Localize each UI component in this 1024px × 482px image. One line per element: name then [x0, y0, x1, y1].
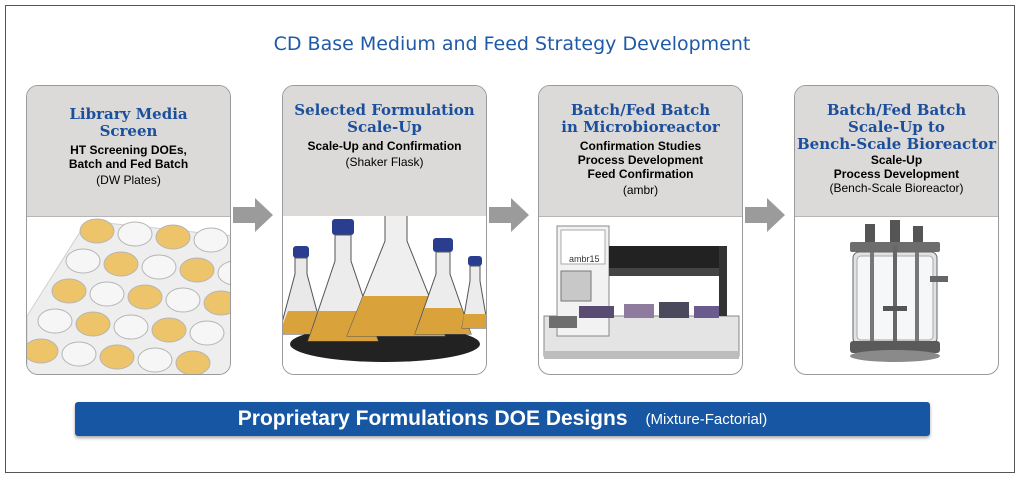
step-detail-line: Confirmation Studies: [579, 139, 702, 153]
step-format-label: (ambr): [622, 183, 659, 197]
plate-well: [103, 251, 139, 277]
flow-arrow-icon: [489, 198, 529, 232]
diagram-title: CD Base Medium and Feed Strategy Develop…: [273, 33, 751, 55]
bioreactor-icon: [795, 216, 998, 374]
dw-plate-icon: [27, 216, 230, 374]
step-title-line: Library Media: [69, 105, 188, 123]
step-card-formulation-scale-up: Selected Formulation Scale-Up Scale-Up a…: [282, 85, 487, 375]
ambr-device-label: ambr15: [569, 254, 600, 264]
banner-title: Proprietary Formulations DOE Designs: [237, 407, 628, 430]
flow-arrow-icon: [233, 198, 273, 232]
plate-well: [117, 221, 153, 247]
flow-arrow-icon: [745, 198, 785, 232]
plate-well: [193, 227, 229, 253]
step-card-library-media-screen: Library Media Screen HT Screening DOEs, …: [26, 85, 231, 375]
step-card-bench-scale-bioreactor: Batch/Fed Batch Scale-Up to Bench-Scale …: [794, 85, 999, 375]
step-title-line: in Microbioreactor: [561, 118, 720, 136]
plate-well: [141, 254, 177, 280]
step-detail-line: Batch and Fed Batch: [68, 157, 189, 171]
step-title-line: Selected Formulation: [294, 101, 475, 119]
step-format-label: (Bench-Scale Bioreactor): [829, 181, 964, 195]
step-card-header: Batch/Fed Batch Scale-Up to Bench-Scale …: [795, 86, 998, 217]
step-detail-line: Scale-Up: [870, 153, 923, 167]
step-card-header: Library Media Screen HT Screening DOEs, …: [27, 86, 230, 217]
step-format-label: (Shaker Flask): [345, 155, 424, 169]
ambr-system-icon: ambr15: [539, 216, 742, 374]
step-card-header: Selected Formulation Scale-Up Scale-Up a…: [283, 86, 486, 217]
plate-well: [203, 290, 230, 316]
plate-well: [217, 261, 230, 285]
plate-well: [99, 344, 135, 370]
plate-well: [165, 287, 201, 313]
step-title-line: Bench-Scale Bioreactor: [796, 135, 997, 153]
step-detail-line: Process Development: [833, 167, 960, 181]
plate-well: [127, 284, 163, 310]
plate-well: [155, 224, 191, 250]
plate-well: [51, 278, 87, 304]
plate-well: [37, 308, 73, 334]
plate-well: [137, 347, 173, 373]
plate-well: [151, 317, 187, 343]
step-detail-line: Process Development: [577, 153, 704, 167]
step-title-line: Scale-Up: [347, 118, 422, 136]
plate-well: [61, 341, 97, 367]
plate-well: [79, 218, 115, 244]
step-title-line: Screen: [99, 122, 158, 140]
plate-well: [27, 338, 59, 364]
step-detail-line: HT Screening DOEs,: [70, 143, 187, 157]
plate-well: [113, 314, 149, 340]
plate-well: [175, 350, 211, 374]
plate-well: [179, 257, 215, 283]
step-title-line: Scale-Up to: [848, 118, 945, 136]
step-title-line: Batch/Fed Batch: [826, 101, 967, 119]
banner-subtitle: (Mixture-Factorial): [645, 410, 768, 428]
plate-well: [65, 248, 101, 274]
doe-designs-banner: Proprietary Formulations DOE Designs (Mi…: [75, 402, 930, 436]
step-card-header: Batch/Fed Batch in Microbioreactor Confi…: [539, 86, 742, 217]
step-format-label: (DW Plates): [96, 173, 161, 187]
step-detail-line: Scale-Up and Confirmation: [307, 139, 462, 153]
shaker-flasks-icon: [283, 186, 486, 374]
step-title-line: Batch/Fed Batch: [570, 101, 711, 119]
plate-well: [89, 281, 125, 307]
step-detail-line: Feed Confirmation: [587, 167, 694, 181]
plate-well: [75, 311, 111, 337]
step-card-microbioreactor: Batch/Fed Batch in Microbioreactor Confi…: [538, 85, 743, 375]
plate-well: [189, 320, 225, 346]
